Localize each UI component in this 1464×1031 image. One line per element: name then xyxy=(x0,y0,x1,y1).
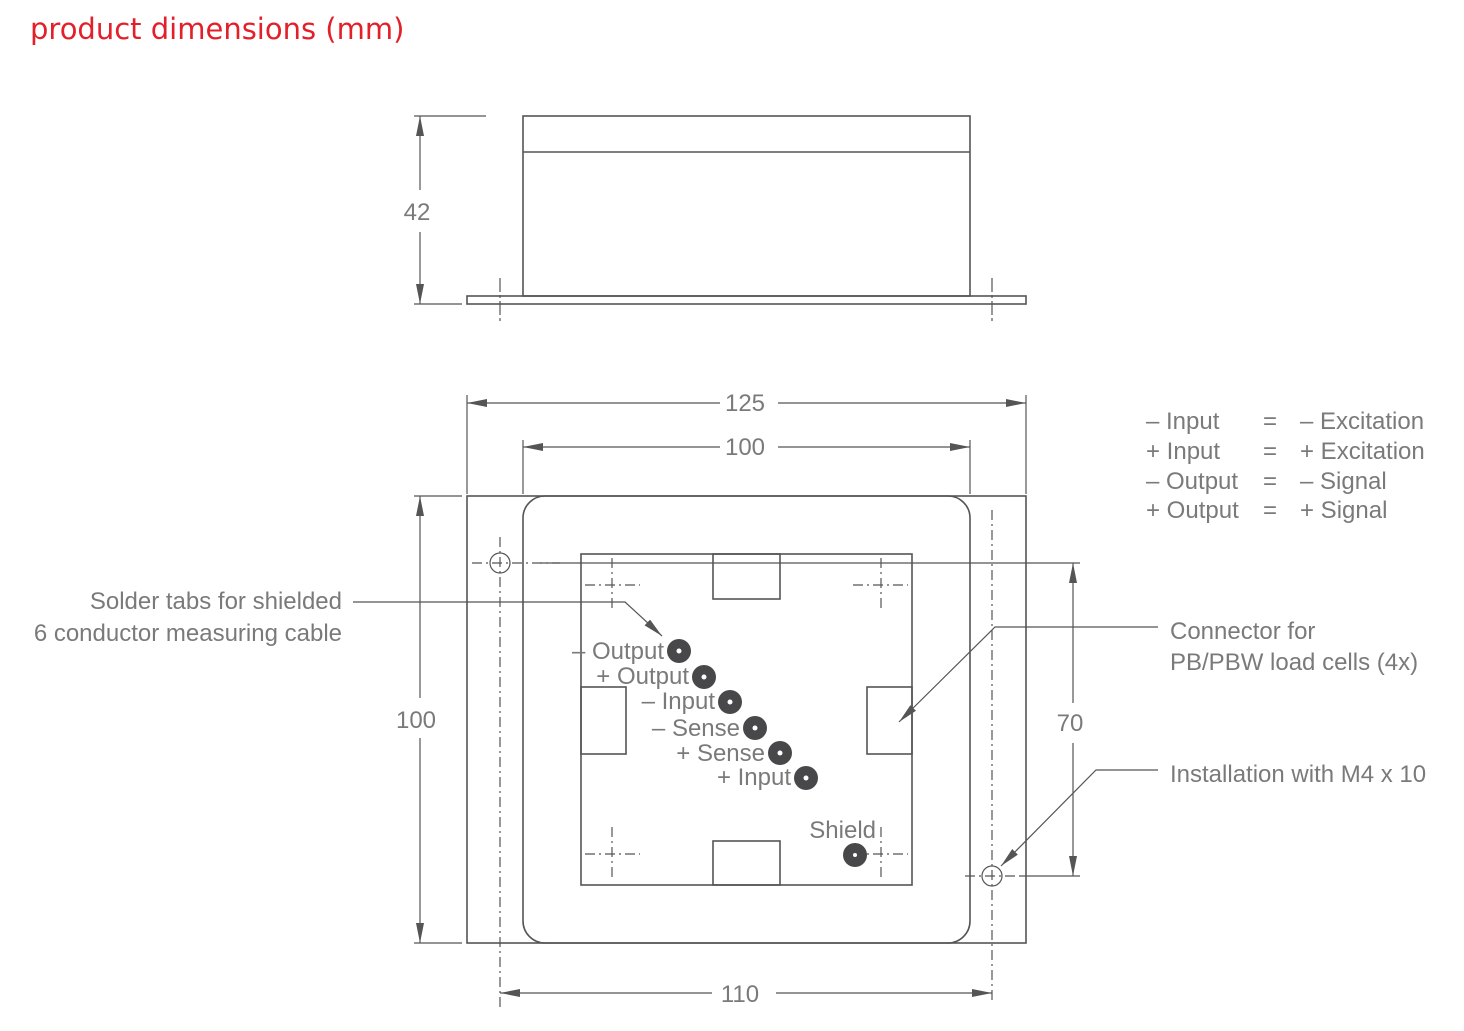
pcb-mount-crosses xyxy=(585,558,908,881)
shield-tab: Shield xyxy=(809,817,876,867)
callout-text: Solder tabs for shielded xyxy=(90,588,342,615)
legend-right: – Excitation xyxy=(1300,408,1424,435)
legend-left: + Input xyxy=(1146,438,1220,465)
connector-bottom xyxy=(712,840,781,886)
solder-tab: + Output xyxy=(596,663,716,690)
callout-text: 6 conductor measuring cable xyxy=(34,620,342,647)
leader-line xyxy=(353,601,663,637)
solder-tab: – Input xyxy=(642,688,742,715)
top-view: 125 100 100 70 110 – Output + Output xyxy=(34,390,1426,1010)
callout-installation: Installation with M4 x 10 xyxy=(1000,761,1426,867)
callout-text: Connector for xyxy=(1170,618,1315,645)
side-view: 42 xyxy=(404,115,1027,322)
mounting-hole-top-left xyxy=(472,537,560,1010)
legend-row: + Input = + Excitation xyxy=(1146,438,1425,465)
solder-tab-label: + Input xyxy=(717,764,791,791)
legend-left: + Output xyxy=(1146,497,1239,524)
dim-width-100: 100 xyxy=(725,434,765,461)
base-plate-side xyxy=(466,295,1027,305)
solder-tab-label: – Input xyxy=(642,688,716,715)
legend-eq: = xyxy=(1263,468,1277,495)
solder-tab: – Sense xyxy=(652,715,767,742)
enclosure-side-body xyxy=(522,115,971,297)
solder-tab: + Input xyxy=(717,764,818,791)
connector-top xyxy=(712,553,781,600)
legend-left: – Input xyxy=(1146,408,1220,435)
solder-tab: – Output xyxy=(572,638,691,665)
solder-tab-list: – Output + Output – Input – Sense + Sens… xyxy=(572,638,876,867)
callout-connector: Connector for PB/PBW load cells (4x) xyxy=(898,618,1418,723)
pin-legend: – Input = – Excitation + Input = + Excit… xyxy=(1146,408,1425,524)
page-title: product dimensions (mm) xyxy=(30,12,405,46)
legend-row: – Output = – Signal xyxy=(1146,468,1387,495)
legend-eq: = xyxy=(1263,438,1277,465)
legend-right: + Signal xyxy=(1300,497,1387,524)
legend-row: + Output = + Signal xyxy=(1146,497,1387,524)
leader-line xyxy=(1000,769,1158,867)
enclosure-outline xyxy=(522,495,971,944)
callout-text: PB/PBW load cells (4x) xyxy=(1170,649,1418,676)
shield-label: Shield xyxy=(809,817,876,844)
callout-solder-tabs: Solder tabs for shielded 6 conductor mea… xyxy=(34,588,663,647)
solder-tab: + Sense xyxy=(676,740,792,767)
legend-row: – Input = – Excitation xyxy=(1146,408,1424,435)
legend-right: – Signal xyxy=(1300,468,1387,495)
legend-eq: = xyxy=(1263,497,1277,524)
solder-tab-label: + Output xyxy=(596,663,689,690)
connector-right xyxy=(866,686,913,755)
dim-hole-spacing-70: 70 xyxy=(1057,710,1084,737)
dim-width-125: 125 xyxy=(725,390,765,417)
dim-hole-spacing-110: 110 xyxy=(721,981,759,1008)
legend-left: – Output xyxy=(1146,468,1238,495)
solder-tab-label: – Output xyxy=(572,638,664,665)
leader-line xyxy=(898,626,1158,723)
connector-left xyxy=(580,686,627,755)
solder-tab-label: – Sense xyxy=(652,715,740,742)
legend-eq: = xyxy=(1263,408,1277,435)
mounting-hole-bottom-right xyxy=(965,510,1020,1000)
legend-right: + Excitation xyxy=(1300,438,1425,465)
callout-text: Installation with M4 x 10 xyxy=(1170,761,1426,788)
dim-height-42: 42 xyxy=(404,199,431,226)
solder-tab-label: + Sense xyxy=(676,740,765,767)
dim-depth-100: 100 xyxy=(396,707,436,734)
